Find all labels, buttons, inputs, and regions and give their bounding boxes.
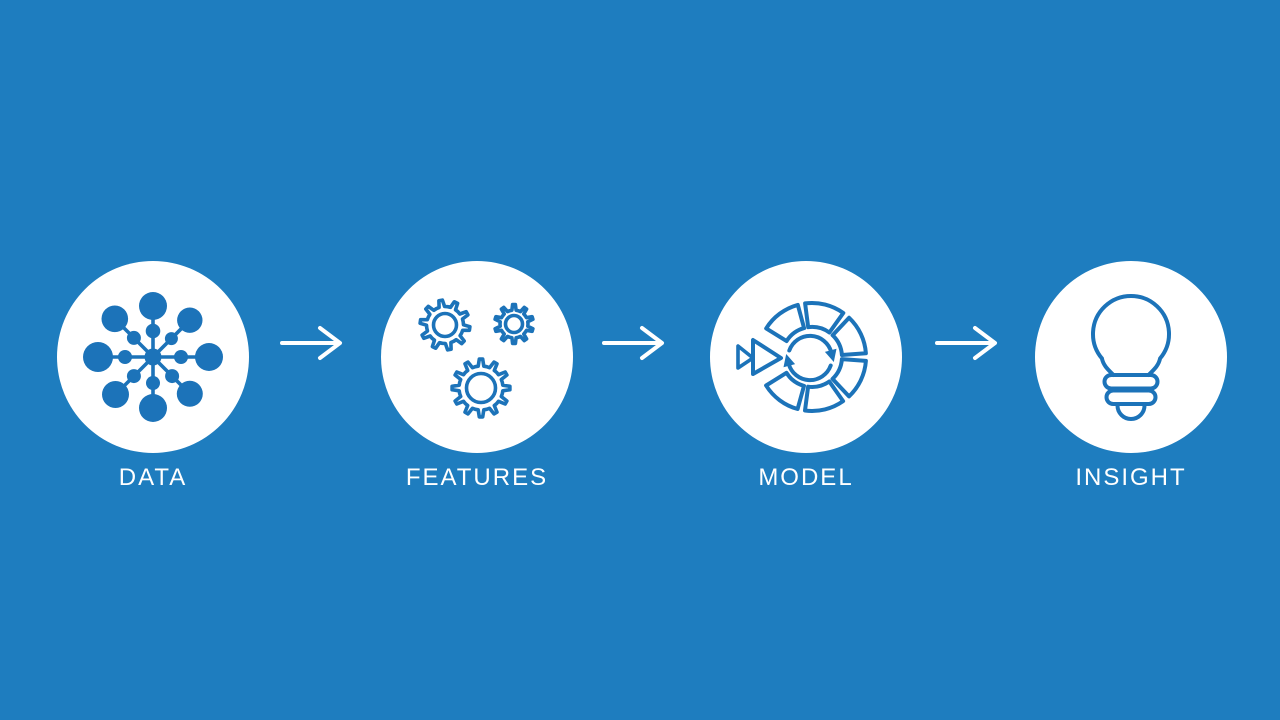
step-label-features: FEATURES (405, 464, 549, 491)
step-label-data: DATA (118, 464, 188, 491)
step-label-model: MODEL (758, 464, 854, 491)
step-label-insight: INSIGHT (1075, 464, 1187, 491)
step-circle-features (381, 261, 573, 453)
step-circle-model (710, 261, 902, 453)
right-arrow-icon (935, 326, 997, 360)
right-arrow-icon (602, 326, 664, 360)
data-network-icon (83, 292, 223, 422)
model-cycle-icon (736, 300, 868, 413)
step-circle-data (57, 261, 249, 453)
step-circle-insight (1035, 261, 1227, 453)
right-arrow-icon (280, 326, 342, 360)
gears-icon (418, 298, 535, 419)
lightbulb-icon (1091, 293, 1171, 421)
